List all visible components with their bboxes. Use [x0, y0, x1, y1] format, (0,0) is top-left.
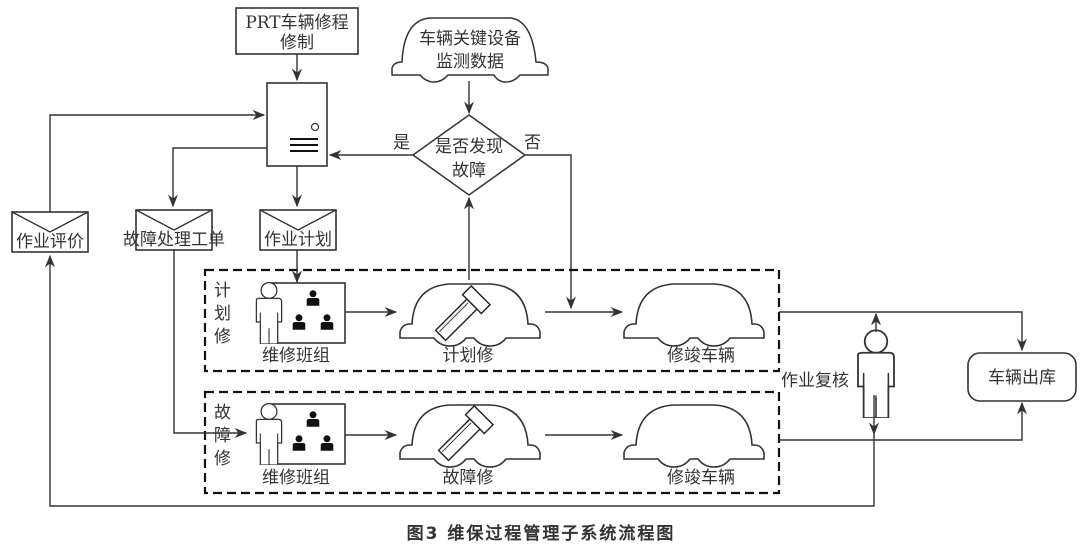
work-plan-envelope: 作业计划 [259, 209, 337, 251]
planned-done-label: 修竣车辆 [667, 346, 735, 366]
fault-team-label: 维修班组 [262, 468, 330, 488]
fault-repair-group [203, 390, 781, 495]
planned-side-1: 计 [214, 281, 231, 301]
fault-team-node: 维修班组 [255, 402, 346, 488]
planned-repair-group [203, 268, 781, 373]
no-label: 否 [524, 133, 541, 153]
fault-done-label: 修竣车辆 [667, 468, 735, 488]
planned-side-2: 划 [214, 304, 231, 324]
planned-done-node: 修竣车辆 [623, 283, 765, 366]
fault-order-envelope: 故障处理工单 [123, 209, 225, 251]
fault-side-3: 修 [214, 449, 231, 469]
prt-standard-line1: PRT车辆修程 [245, 13, 348, 33]
monitor-data-node: 车辆关键设备 监测数据 [391, 17, 549, 83]
monitor-data-line1: 车辆关键设备 [419, 29, 521, 49]
prt-standard-line2: 修制 [280, 33, 314, 53]
planned-team-label: 维修班组 [262, 346, 330, 366]
planned-team-node: 维修班组 [255, 281, 346, 366]
work-review-node: 作业复核 [781, 329, 895, 418]
fault-done-node: 修竣车辆 [623, 404, 765, 488]
monitor-data-line2: 监测数据 [436, 52, 504, 72]
fault-order-label: 故障处理工单 [123, 230, 225, 250]
work-evaluation-label: 作业评价 [16, 232, 84, 252]
work-review-label: 作业复核 [781, 371, 849, 391]
decision-line1: 是否发现 [435, 137, 503, 157]
work-evaluation-envelope: 作业评价 [11, 211, 89, 253]
yes-label: 是 [393, 133, 410, 153]
fault-side-1: 故 [214, 403, 231, 423]
planned-side-3: 修 [214, 327, 231, 347]
planned-repair-label: 计划修 [443, 346, 494, 366]
vehicle-out-node: 车辆出库 [967, 352, 1077, 402]
fault-repair-label: 故障修 [443, 468, 494, 488]
server-icon [266, 82, 328, 167]
prt-standard-box: PRT车辆修程 修制 [235, 7, 359, 55]
vehicle-out-label: 车辆出库 [988, 368, 1056, 388]
work-plan-label: 作业计划 [264, 230, 332, 250]
fault-side-2: 障 [214, 426, 231, 446]
planned-repair-node: 计划修 [399, 283, 541, 366]
decision-diamond: 是否发现 故障 [411, 114, 527, 196]
decision-line2: 故障 [452, 161, 486, 181]
figure-caption: 图3 维保过程管理子系统流程图 [407, 523, 676, 544]
fault-repair-node: 故障修 [399, 404, 541, 488]
